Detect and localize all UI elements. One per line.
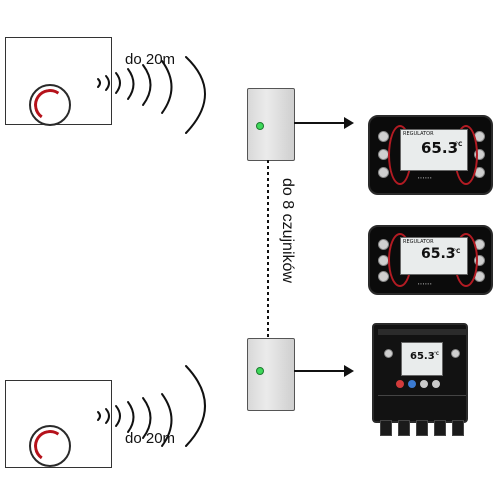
range-label-bottom: do 20m <box>125 430 175 447</box>
dashed-link-line <box>265 160 271 340</box>
transmitter-module-bottom <box>247 338 295 411</box>
controller-screen-3: 65.3 °C <box>401 342 443 376</box>
controller-screen-2: REGULATOR 65.3 °C <box>400 237 468 275</box>
cable-glands <box>374 420 470 438</box>
wireless-signal-icon-top <box>92 55 232 145</box>
controller-screen-1: REGULATOR 65.3 °C <box>400 129 468 171</box>
arrow-right-icon-bottom <box>294 364 356 378</box>
transmitter-module-top <box>247 88 295 161</box>
screen-value: 65.3 <box>410 351 435 362</box>
screen-value: 65.3 <box>421 139 458 157</box>
arrow-right-icon-top <box>294 116 356 130</box>
screen-unit: °C <box>434 351 439 356</box>
status-led-icon <box>256 367 264 375</box>
screen-value: 65.3 <box>421 246 456 262</box>
status-led-icon <box>256 122 264 130</box>
screen-title: REGULATOR <box>403 131 434 137</box>
screen-title: REGULATOR <box>403 239 434 245</box>
sensor-count-label: do 8 czujników <box>278 178 296 283</box>
range-label-top: do 20m <box>125 51 175 68</box>
screen-unit: °C <box>453 248 460 255</box>
controller-panel-2: REGULATOR 65.3 °C ▪▪▪▪▪▪ <box>368 225 493 295</box>
sensor-dial-icon <box>29 425 71 467</box>
screen-unit: °C <box>455 141 462 148</box>
sensor-dial-icon <box>29 84 71 126</box>
controller-panel-1: REGULATOR 65.3 °C ▪▪▪▪▪▪ <box>368 115 493 195</box>
controller-box-3: 65.3 °C <box>372 323 468 423</box>
